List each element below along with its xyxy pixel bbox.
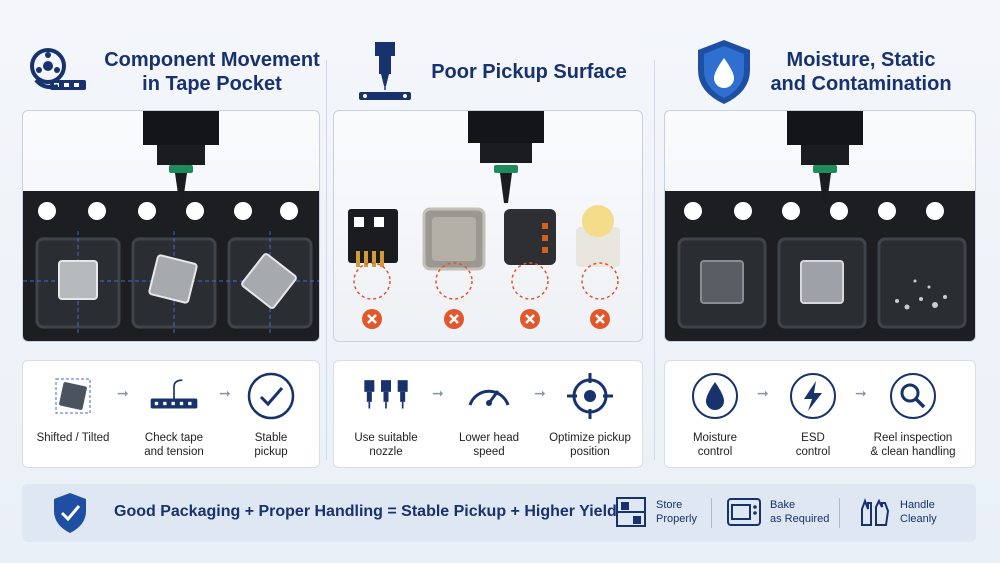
- column-divider: [326, 60, 327, 460]
- panel-component-movement: Component Movement in Tape Pocket: [22, 0, 320, 470]
- check-circle-icon: [247, 372, 295, 420]
- pick-nozzle-icon: [359, 42, 412, 100]
- gloves-icon: [861, 498, 890, 526]
- footer-divider: [711, 498, 712, 528]
- panel-header: Component Movement in Tape Pocket: [22, 36, 320, 108]
- arrow-icon: ➞: [757, 385, 769, 401]
- shelf-icon: [616, 497, 646, 527]
- magnifier-icon: [890, 373, 936, 419]
- arrow-icon: ➞: [855, 385, 867, 401]
- nozzles-icon: [364, 380, 408, 409]
- tape-pocket-photo: [22, 110, 320, 342]
- arrow-icon: ➞: [432, 385, 444, 401]
- droplet-icon: [692, 373, 738, 419]
- shield-droplet-icon: [698, 40, 751, 104]
- panel-title: Moisture, Static and Contamination: [770, 49, 952, 95]
- tape-tension-icon: [150, 379, 198, 409]
- footer-divider: [839, 498, 840, 528]
- panel-moisture-static: Moisture, Static and Contamination: [664, 0, 976, 470]
- tilted-chip-icon: [55, 378, 91, 414]
- panel-title: Poor Pickup Surface: [431, 61, 627, 83]
- panel-header: Moisture, Static and Contamination: [664, 36, 976, 108]
- component-surfaces-photo: [333, 110, 643, 342]
- panel-title: Component Movement in Tape Pocket: [104, 49, 320, 95]
- summary-banner: Good Packaging + Proper Handling = Stabl…: [22, 484, 976, 542]
- arrow-icon: ➞: [117, 385, 129, 401]
- speedometer-icon: [468, 389, 510, 406]
- summary-slogan: Good Packaging + Proper Handling = Stabl…: [114, 503, 617, 520]
- target-icon: [567, 373, 613, 419]
- column-divider: [654, 60, 655, 460]
- arrow-icon: ➞: [534, 385, 546, 401]
- lightning-icon: [790, 373, 836, 419]
- oven-icon: [727, 498, 761, 526]
- arrow-icon: ➞: [219, 385, 231, 401]
- step-reel-inspection: Reel inspection& clean handling: [861, 371, 965, 459]
- tape-reel-icon: [30, 48, 87, 90]
- panel-poor-pickup-surface: Poor Pickup Surface: [333, 0, 643, 470]
- contamination-photo: [664, 110, 976, 342]
- panel-header: Poor Pickup Surface: [333, 36, 643, 108]
- shield-check-icon: [54, 493, 86, 533]
- step-shifted-tilted: Shifted / Tilted: [25, 371, 121, 445]
